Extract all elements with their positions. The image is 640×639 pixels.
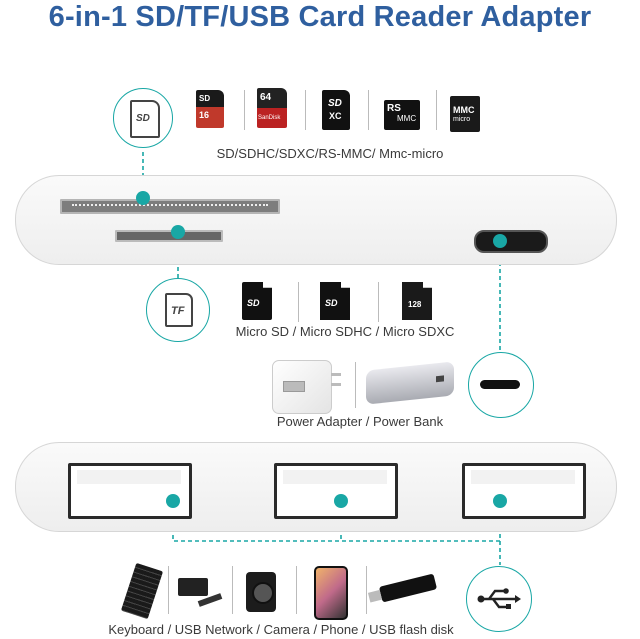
separator [378,282,379,322]
usb-icon [477,588,521,609]
usb-caption: Keyboard / USB Network / Camera / Phone … [108,622,454,637]
usb-a-port-3 [462,463,586,519]
separator [366,566,367,614]
usb-network-adapter-image [178,578,208,596]
mmc-micro-card-image: MMC micro [450,96,480,132]
sd-card-slot [60,199,280,214]
separator [168,566,169,614]
card-label: MMC [453,105,475,115]
separator [296,566,297,614]
sd-caption: SD/SDHC/SDXC/RS-MMC/ Mmc-micro [216,146,444,161]
sd-card-icon-circle: SD [113,88,173,148]
sd-card-sandisk-image: 64 SanDisk [257,88,287,128]
phone-image [314,566,348,620]
separator [232,566,233,614]
sdxc-card-image: SD XC [322,90,350,130]
card-label: SanDisk [258,115,281,121]
camera-image [246,572,276,612]
tf-slot-marker [171,225,185,239]
card-label: 128 [408,300,422,309]
separator [368,90,369,130]
card-label: SD [247,298,260,308]
card-label: 16 [199,110,210,120]
separator [355,362,356,408]
separator [244,90,245,130]
micro-sdhc-card-image: SD [320,282,350,320]
card-reader-device [15,175,617,265]
micro-sdxc-card-image: 128 [402,282,432,320]
power-adapter-image [272,360,341,414]
usb-c-port [474,230,548,253]
usb-a-port-1-marker [166,494,180,508]
usb-hub-device [15,442,617,532]
rs-mmc-card-image: RS MMC [384,100,420,130]
card-label: XC [329,111,342,121]
card-label: SD [328,98,342,109]
tf-card-icon-circle: TF [146,278,210,342]
card-label: SD [325,298,338,308]
sd-slot-marker [136,191,150,205]
sd-card-icon: SD [130,100,160,138]
usb-c-icon [480,380,520,389]
usb-icon-circle [466,566,532,632]
tf-caption: Micro SD / Micro SDHC / Micro SDXC [235,324,455,339]
card-label: RS [387,103,401,114]
tf-card-icon: TF [165,293,193,327]
separator [298,282,299,322]
usb-a-port-2-marker [334,494,348,508]
power-caption: Power Adapter / Power Bank [276,414,444,429]
usb-a-port-2 [274,463,398,519]
usb-a-port-3-marker [493,494,507,508]
sd-card-16gb-image: 16 SD [196,90,224,128]
micro-sd-card-image: SD [242,282,272,320]
separator [305,90,306,130]
sd-icon-label: SD [136,113,150,124]
usb-c-icon-circle [468,352,534,418]
page-title: 6-in-1 SD/TF/USB Card Reader Adapter [48,1,592,33]
card-label: MMC [397,114,417,123]
tf-icon-label: TF [171,305,185,317]
card-label: micro [453,116,471,123]
card-label: SD [199,94,211,103]
separator [436,90,437,130]
usb-a-port-1 [68,463,192,519]
card-label: 64 [260,92,272,103]
usb-c-port-marker [493,234,507,248]
tf-card-slot [115,230,223,242]
